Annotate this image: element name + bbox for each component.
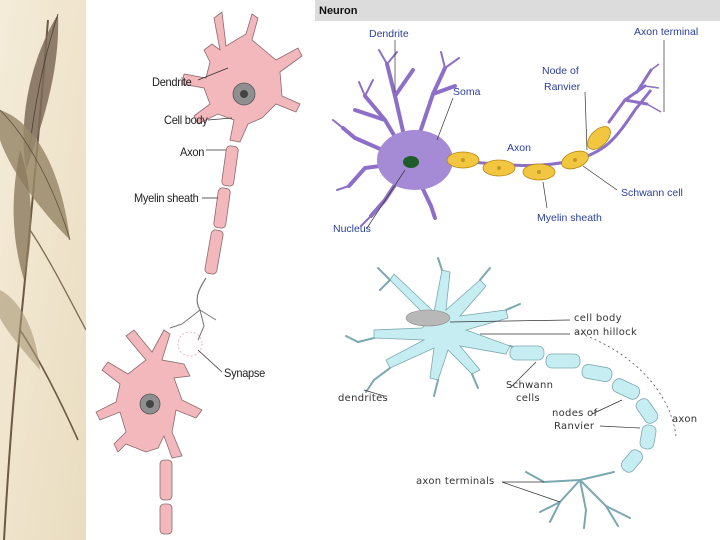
pink-neuron-diagram: Dendrite Cell body Axon Myelin sheath Sy… <box>86 0 316 540</box>
label-cells: cells <box>516 393 540 404</box>
label-nodes-of: nodes of <box>552 408 598 419</box>
label-myelin-sheath-purple: Myelin sheath <box>537 212 602 224</box>
label-dendrite: Dendrite <box>152 75 192 89</box>
diagram-header: Neuron <box>315 0 720 21</box>
label-node-of: Node of <box>542 65 579 77</box>
diagram-title: Neuron <box>319 5 358 17</box>
cyan-neuron-diagram: cell body axon hillock dendrites Schwann… <box>330 250 720 540</box>
cyan-neuron-illustration <box>345 257 677 529</box>
label-schwann-cell: Schwann cell <box>621 187 683 199</box>
label-axon-hillock: axon hillock <box>574 327 638 338</box>
label-soma: Soma <box>453 86 481 98</box>
label-myelin-sheath: Myelin sheath <box>134 191 199 205</box>
label-cell-body: Cell body <box>164 113 208 127</box>
label-dendrites: dendrites <box>338 393 389 404</box>
label-axon-purple: Axon <box>507 142 531 154</box>
label-cell-body-cyan: cell body <box>574 313 622 324</box>
label-axon-cyan: axon <box>672 414 698 425</box>
label-dendrite-purple: Dendrite <box>369 28 409 40</box>
label-ranvier: Ranvier <box>544 81 581 93</box>
purple-neuron-diagram: Neuron <box>315 0 720 245</box>
label-schwann: Schwann <box>506 380 554 391</box>
label-nucleus: Nucleus <box>333 223 371 235</box>
label-ranvier-cyan: Ranvier <box>554 421 595 432</box>
label-axon-terminal: Axon terminal <box>634 26 699 38</box>
label-axon: Axon <box>180 145 205 159</box>
label-axon-terminals: axon terminals <box>416 476 495 487</box>
purple-neuron-illustration <box>332 40 665 229</box>
pink-neuron-illustration <box>95 11 303 535</box>
leaf-decoration <box>0 0 86 540</box>
label-synapse: Synapse <box>224 366 266 380</box>
leaf-illustration <box>0 0 86 540</box>
